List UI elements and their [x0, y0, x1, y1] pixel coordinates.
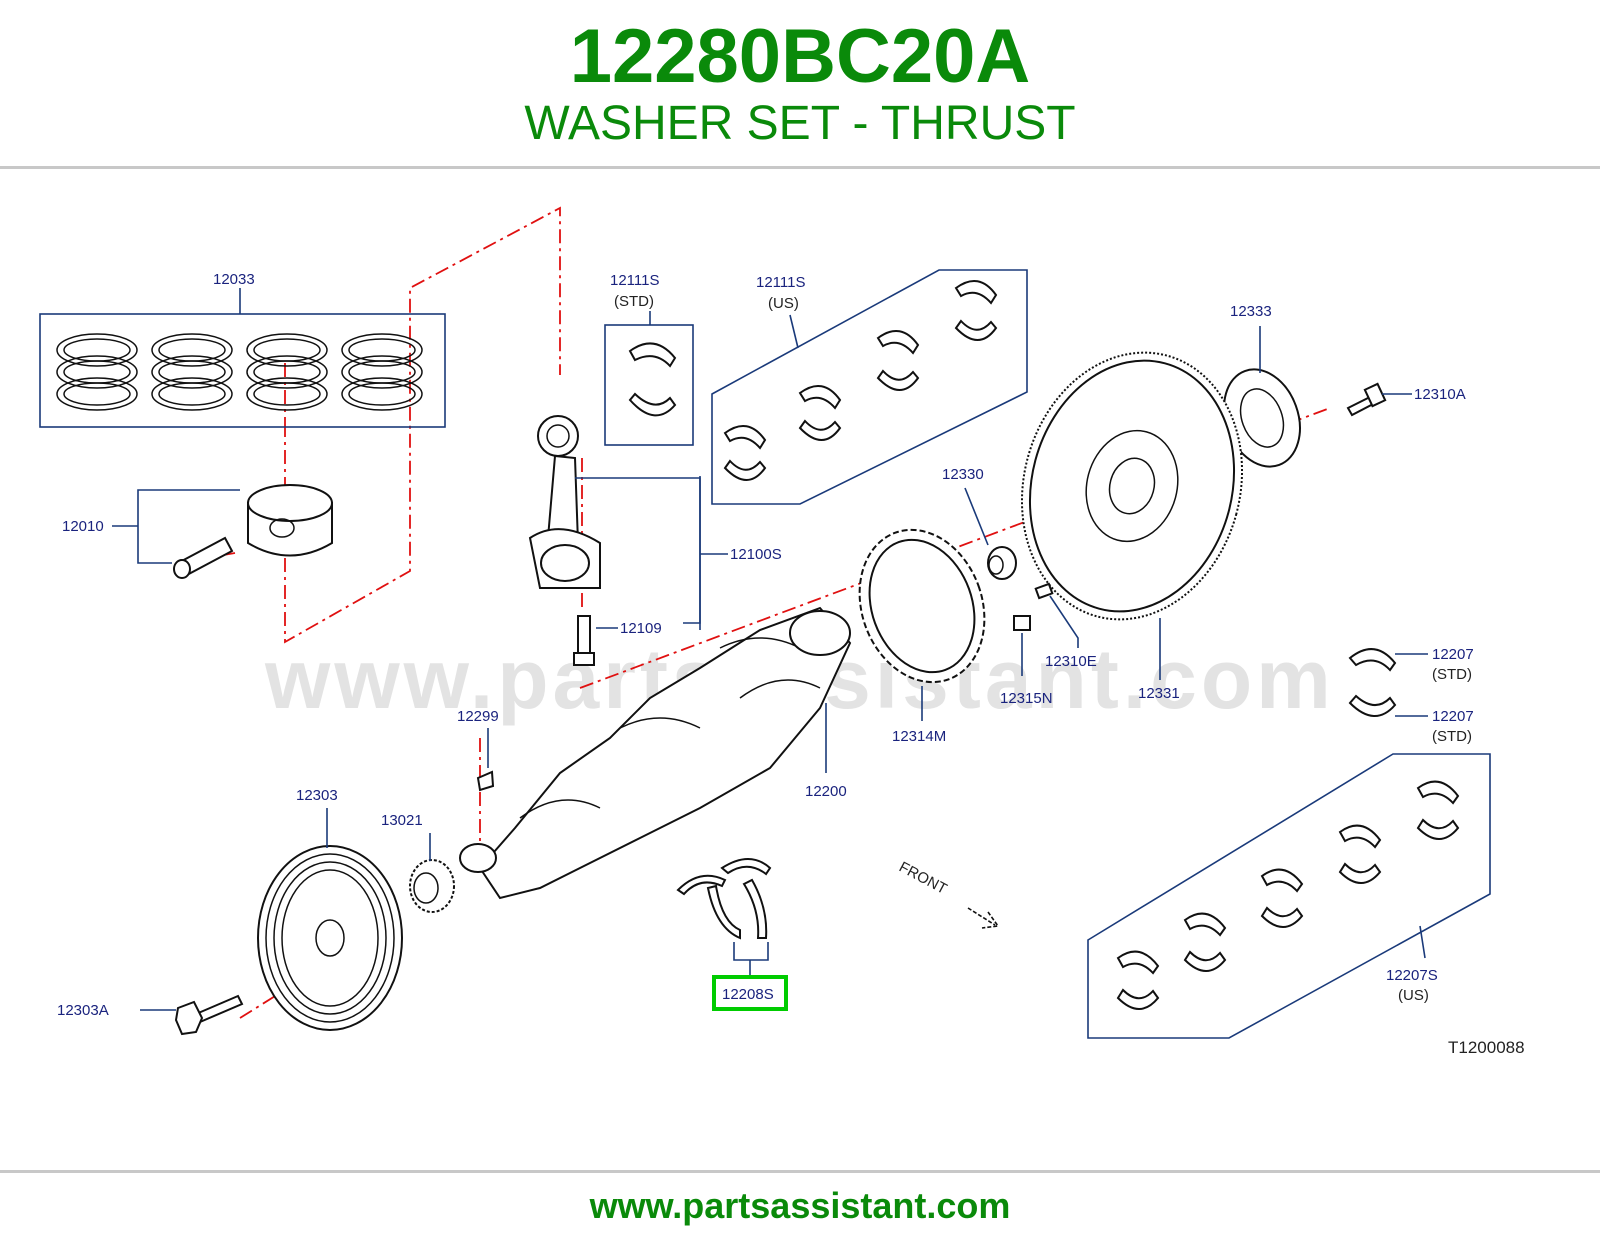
- label-std-b: (STD): [1432, 666, 1472, 683]
- label-12010: 12010: [62, 518, 104, 535]
- front-arrow-icon: [967, 907, 1000, 929]
- label-us-a: (US): [768, 295, 799, 312]
- us-bearing-shells: [723, 280, 998, 481]
- highlight-box-12208S: [712, 975, 788, 1011]
- piston-ring-set-12033[interactable]: 12033: [39, 271, 446, 428]
- label-12303: 12303: [296, 787, 338, 804]
- ring-stack-1: [56, 333, 138, 411]
- front-label: FRONT: [896, 859, 950, 898]
- figure-id: T1200088: [1448, 1038, 1525, 1057]
- label-12330: 12330: [942, 466, 984, 483]
- rod-bolt-12109[interactable]: 12109: [573, 615, 662, 666]
- label-12314M: 12314M: [892, 728, 946, 745]
- ring-stack-3: [246, 333, 328, 411]
- signal-plate-12314M[interactable]: 12314M: [839, 512, 1005, 745]
- part-number-title: 12280BC20A: [569, 14, 1031, 99]
- label-12100S: 12100S: [730, 546, 782, 563]
- label-12315N: 12315N: [1000, 690, 1053, 707]
- label-12310A: 12310A: [1414, 386, 1466, 403]
- label-12299: 12299: [457, 708, 499, 725]
- crank-key-12299[interactable]: 12299: [457, 708, 499, 792]
- us-rod-bearing-shells: [1116, 780, 1460, 1010]
- crank-sprocket-13021[interactable]: 13021: [381, 812, 455, 913]
- label-12109: 12109: [620, 620, 662, 637]
- ring-stack-4: [341, 333, 423, 411]
- label-12111S-us: 12111S: [756, 274, 806, 291]
- label-12200: 12200: [805, 783, 847, 800]
- label-12331: 12331: [1138, 685, 1180, 702]
- pulley-bolt-12303A[interactable]: 12303A: [57, 994, 244, 1036]
- label-12207S: 12207S: [1386, 967, 1438, 984]
- crank-pulley-12303[interactable]: 12303: [257, 787, 403, 1031]
- rod-bearing-us-set-12207S[interactable]: 12207S (US): [1087, 753, 1491, 1039]
- part-description: WASHER SET - THRUST: [524, 97, 1076, 150]
- label-12333: 12333: [1230, 303, 1272, 320]
- crankshaft-12200[interactable]: 12200: [459, 606, 852, 900]
- flywheel-12331[interactable]: 12331: [993, 328, 1272, 702]
- ring-stack-2: [151, 333, 233, 411]
- front-direction-indicator: FRONT: [896, 859, 1000, 929]
- label-12207-a: 12207: [1432, 646, 1474, 663]
- label-12033: 12033: [213, 271, 255, 288]
- piston-and-pin-12010[interactable]: 12010: [62, 484, 333, 579]
- label-12208S: 12208S: [722, 986, 774, 1003]
- rod-bearing-std-12207[interactable]: 12207 (STD) 12207 (STD): [1348, 646, 1474, 745]
- label-12207-b: 12207: [1432, 708, 1474, 725]
- connecting-rod-12100S[interactable]: 12100S: [528, 415, 782, 630]
- footer-divider: [0, 1170, 1600, 1173]
- header-divider: [0, 166, 1600, 169]
- label-12310E: 12310E: [1045, 653, 1097, 670]
- exploded-parts-diagram: www.partsassistant.com: [39, 206, 1525, 1057]
- dowel-pin-12310E[interactable]: 12310E: [1034, 582, 1097, 670]
- pilot-bushing-12330[interactable]: 12330: [942, 466, 1017, 580]
- flywheel-bolt-12310A[interactable]: 12310A: [1346, 382, 1466, 417]
- label-12303A: 12303A: [57, 1002, 109, 1019]
- plate-bolt-12315N[interactable]: 12315N: [1000, 615, 1053, 707]
- main-bearing-std-12111S[interactable]: 12111S (STD): [604, 272, 694, 446]
- label-std-c: (STD): [1432, 728, 1472, 745]
- label-13021: 13021: [381, 812, 423, 829]
- label-us-b: (US): [1398, 987, 1429, 1004]
- footer-website-link[interactable]: www.partsassistant.com: [589, 1185, 1011, 1226]
- thrust-washer-set-12208S[interactable]: 12208S: [676, 858, 788, 1011]
- page-header: 12280BC20A WASHER SET - THRUST: [0, 0, 1600, 168]
- label-12111S-std: 12111S: [610, 272, 660, 289]
- label-std-a: (STD): [614, 293, 654, 310]
- main-bearing-us-set-12111S[interactable]: 12111S (US): [711, 269, 1028, 505]
